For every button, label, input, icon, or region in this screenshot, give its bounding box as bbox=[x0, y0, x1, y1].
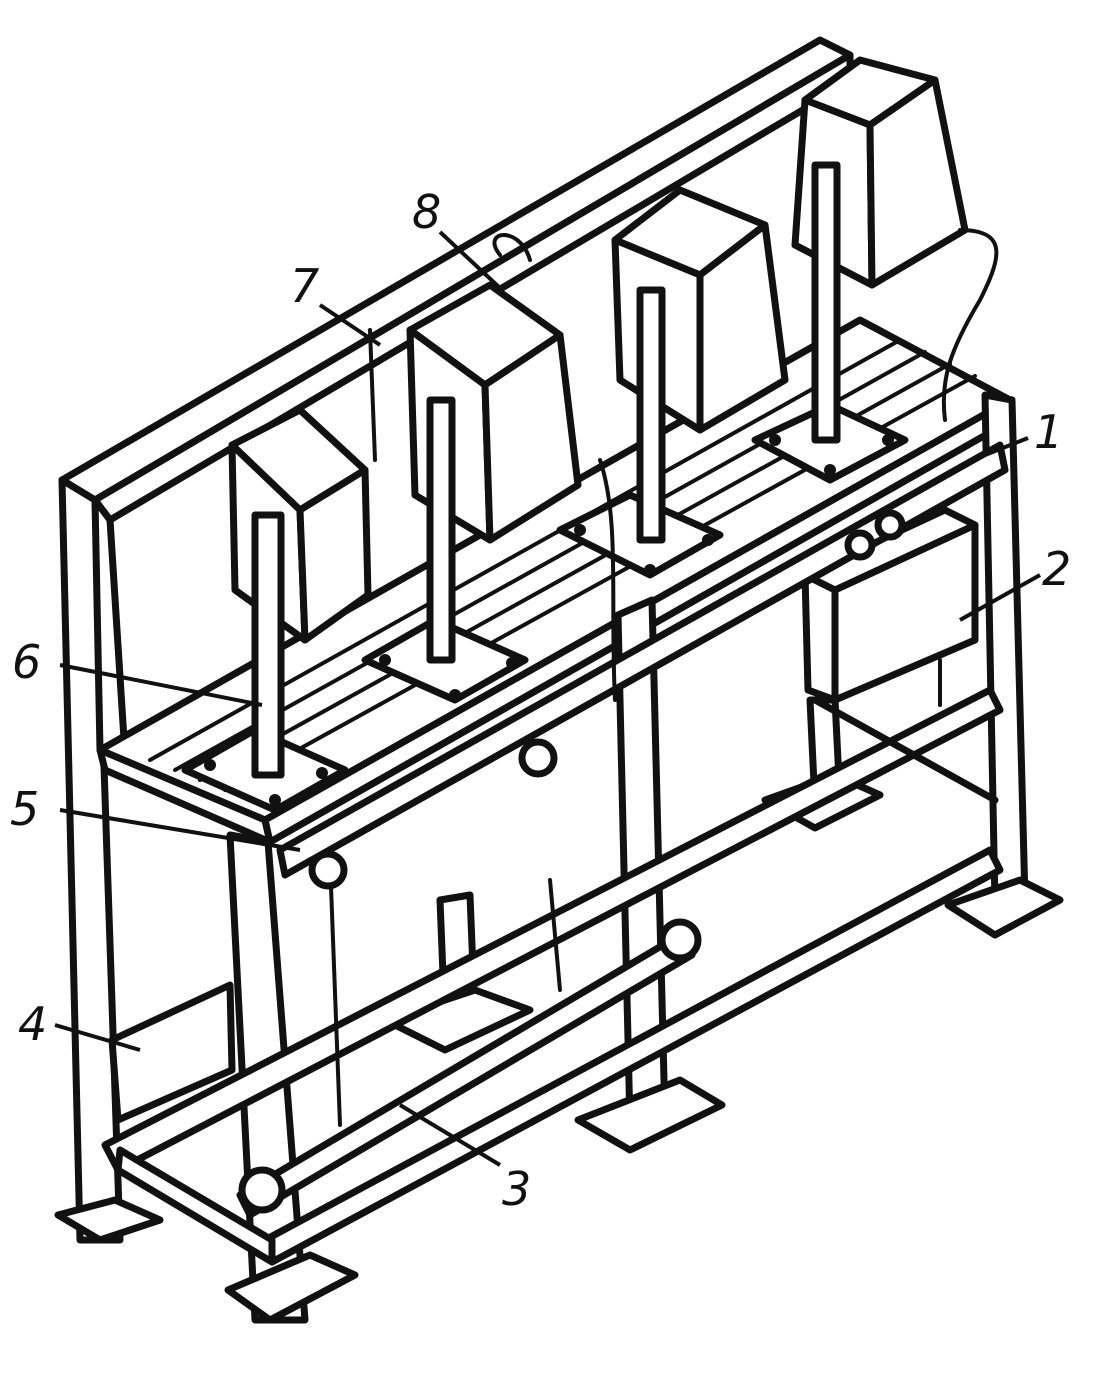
callout-7: 7 bbox=[290, 259, 319, 313]
lower-frame bbox=[101, 686, 1004, 1266]
leader-3 bbox=[398, 1103, 502, 1167]
drive-shaft bbox=[236, 858, 702, 1219]
callout-3: 3 bbox=[502, 1162, 531, 1216]
leader-5 bbox=[59, 808, 301, 852]
leader-7 bbox=[318, 303, 382, 347]
leader-lines bbox=[54, 230, 1041, 1167]
leader-4 bbox=[54, 1023, 141, 1052]
callout-5: 5 bbox=[10, 782, 39, 836]
callout-6: 6 bbox=[12, 635, 41, 689]
callout-4: 4 bbox=[18, 997, 47, 1051]
callout-8: 8 bbox=[412, 185, 441, 239]
leader-1 bbox=[984, 436, 1029, 457]
leader-6 bbox=[59, 663, 263, 707]
callout-1: 1 bbox=[1034, 405, 1063, 459]
callout-2: 2 bbox=[1042, 542, 1071, 596]
front-rail bbox=[276, 441, 1009, 890]
cables bbox=[368, 228, 999, 702]
station-unit-3 bbox=[556, 186, 789, 579]
leader-2 bbox=[959, 573, 1041, 622]
station-unit-4 bbox=[751, 56, 969, 484]
right-rear-leg bbox=[944, 391, 1064, 939]
station-unit-1 bbox=[181, 406, 372, 814]
control-box bbox=[801, 506, 979, 707]
callout-labels: 1 2 3 4 5 6 7 8 bbox=[10, 185, 1071, 1216]
station-unit-2 bbox=[361, 281, 582, 704]
side-panel bbox=[108, 981, 236, 1124]
leader-8 bbox=[438, 230, 502, 290]
